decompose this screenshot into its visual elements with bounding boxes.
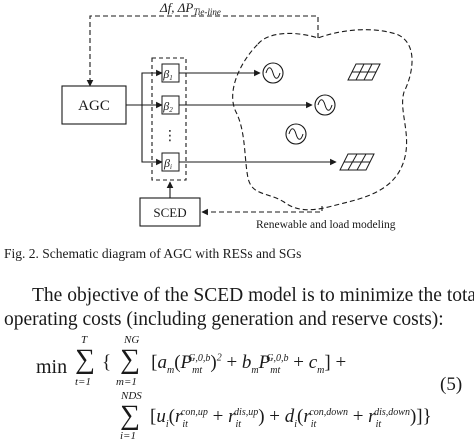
sum1-symbol: ∑ [120, 344, 140, 375]
outer-sum-symbol: ∑ [75, 344, 95, 375]
renewable-load-region [232, 29, 413, 211]
beta-box-2: β2 [161, 95, 180, 115]
feedback-label-subscript: Tie-line [193, 7, 221, 17]
agc-label: AGC [78, 98, 110, 114]
svg-text:β2: β2 [162, 99, 173, 114]
beta-symbol: β [162, 99, 169, 113]
sced-label: SCED [153, 205, 186, 220]
svg-text:β1: β1 [162, 67, 172, 82]
solar-panel-icon [339, 153, 375, 171]
outer-sum-upper: T [81, 334, 88, 346]
outer-sum-lower: t=1 [75, 376, 91, 388]
paragraph-line-2: operating costs (including generation an… [4, 309, 444, 330]
sine-source-icon [285, 123, 307, 145]
beta-subscript: i [170, 163, 172, 171]
agc-schematic-diagram: Δf, ΔPTie-line AGC β1 β2 ⋮ βi [61, 0, 413, 231]
beta-subscript: 1 [169, 74, 173, 82]
sum2-symbol: ∑ [120, 400, 140, 431]
region-label: Renewable and load modeling [256, 219, 396, 231]
feedback-loop [86, 15, 319, 87]
agc-fanout-lines [126, 69, 163, 166]
solar-panel-icon [347, 63, 381, 81]
vertical-ellipsis: ⋮ [163, 128, 177, 144]
svg-text:βi: βi [163, 156, 172, 171]
paragraph-line-1: The objective of the SCED model is to mi… [32, 285, 474, 306]
sum2-lower: i=1 [120, 430, 136, 442]
equation-number: (5) [440, 374, 463, 395]
beta-symbol: β [163, 156, 170, 170]
sine-source-icon [262, 62, 284, 84]
beta-box-i: βi [161, 152, 180, 172]
feedback-label: Δf, ΔPTie-line [159, 0, 221, 17]
sum1-lower: m=1 [116, 376, 137, 388]
min-operator: min [36, 356, 68, 378]
equation-line-1: {[am(PmtG,0,b)2 + bmPmtG,0,b + cm] + [102, 352, 347, 376]
figure-caption: Fig. 2. Schematic diagram of AGC with RE… [4, 246, 302, 261]
beta-box-1: β1 [161, 63, 180, 83]
body-paragraph: The objective of the SCED model is to mi… [4, 284, 474, 332]
sced-block: SCED [139, 197, 201, 227]
sine-source-icon [314, 94, 336, 116]
dispatch-signal-lines [179, 69, 337, 166]
sum1-upper: NG [124, 334, 140, 346]
beta-symbol: β [162, 67, 169, 81]
equation-5: min T ∑ t=1 NG ∑ m=1 {[am(PmtG,0,b)2 + b… [0, 334, 474, 442]
region-to-sced-arrow [201, 206, 323, 216]
agc-block: AGC [61, 85, 127, 125]
equation-line-2: [ui(ritcon,up + ritdis,up) + di(ritcon,d… [150, 406, 432, 430]
sum2-upper: NDS [121, 390, 142, 402]
beta-subscript: 2 [169, 106, 173, 114]
participation-factor-group [151, 57, 187, 181]
